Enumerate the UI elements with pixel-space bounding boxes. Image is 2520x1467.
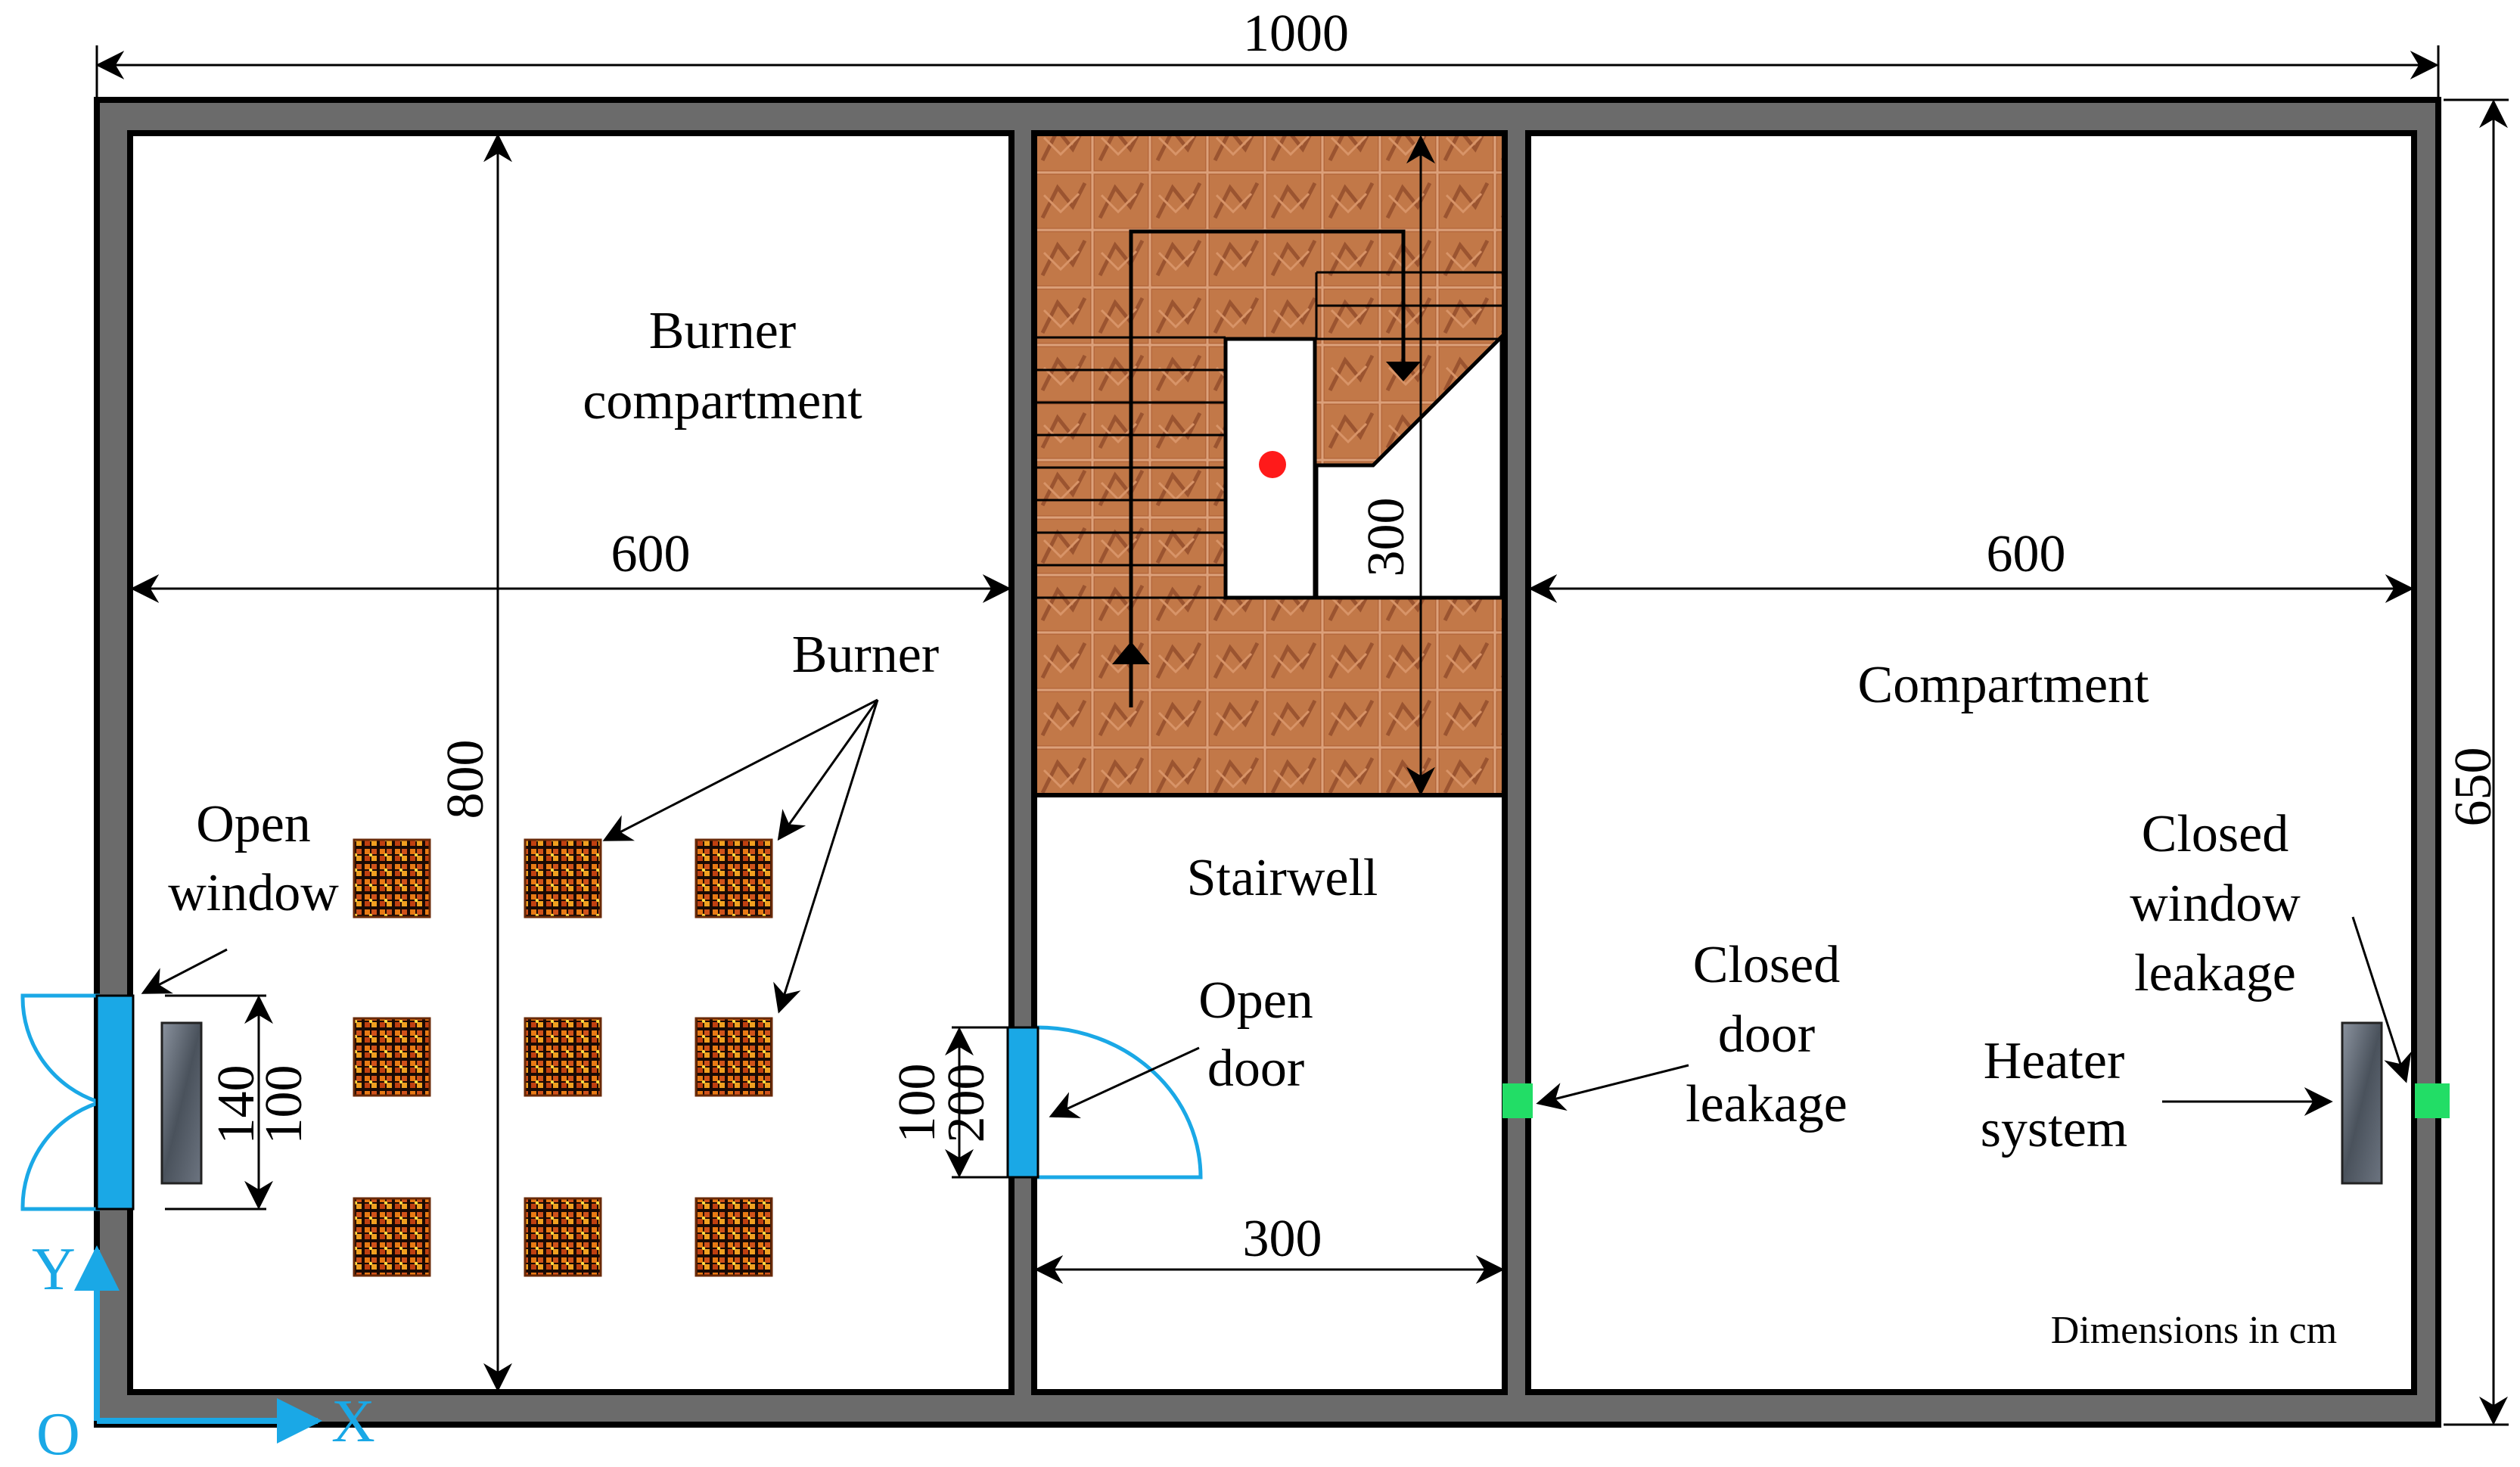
closed-window-label-line2: window (2130, 875, 2301, 933)
burner-5 (524, 1017, 602, 1097)
closed-window-label-line3: leakage (2134, 944, 2296, 1002)
leader-arrows (141, 698, 2412, 1118)
closed-window-label-line1: Closed (2142, 805, 2289, 863)
burner-compartment-title-line2: compartment (583, 372, 862, 430)
door-dim-100: 100 (888, 1064, 946, 1143)
staircase (1037, 136, 1504, 797)
burner-7 (353, 1197, 431, 1277)
burner-compartment-title-line1: Burner (649, 302, 796, 360)
dimension-lines (95, 45, 2509, 1426)
axis-x-label: X (331, 1388, 375, 1455)
stair-direction-arrow (1129, 229, 1406, 707)
axis-y-label: Y (32, 1236, 76, 1303)
total-width-label: 1000 (1243, 5, 1349, 63)
total-height-label: 650 (2444, 747, 2503, 827)
open-window-heater (160, 1021, 203, 1185)
window-dim-140: 140 (207, 1065, 266, 1145)
burner-compartment-room (127, 130, 1015, 1395)
burner-6 (694, 1017, 773, 1097)
compartment-width-label: 600 (1987, 525, 2066, 583)
door-leaf (1006, 1026, 1039, 1179)
labels: 1000 650 Burner compartment 600 800 Burn… (168, 5, 2503, 1352)
dimensions-note: Dimensions in cm (2051, 1309, 2337, 1352)
open-window-label-line1: Open (196, 795, 311, 853)
window-sash (95, 994, 135, 1211)
open-door (1006, 1025, 1203, 1180)
closed-window-leakage-marker (2415, 1083, 2450, 1118)
fire-point-marker (1259, 451, 1286, 478)
heater-label-line2: system (1981, 1100, 2127, 1158)
burner-8 (524, 1197, 602, 1277)
stairwell-label: Stairwell (1187, 849, 1378, 907)
stair-width-label: 300 (1243, 1210, 1322, 1268)
coordinate-axes: Y X O (32, 1236, 375, 1467)
closed-door-label-line3: leakage (1686, 1075, 1847, 1133)
burner-label: Burner (792, 626, 939, 684)
burner-4 (353, 1017, 431, 1097)
heater-system (2341, 1021, 2383, 1185)
closed-door-label-line1: Closed (1693, 936, 1840, 994)
burner-9 (694, 1197, 773, 1277)
burner-1 (353, 838, 431, 918)
stair-height-label: 300 (1357, 498, 1415, 577)
burner-2 (524, 838, 602, 918)
burner-grid (353, 838, 773, 1277)
burner-height-label: 800 (437, 740, 495, 819)
closed-door-leakage-marker (1502, 1083, 1533, 1118)
compartment-room (1525, 130, 2417, 1395)
window-dim-100: 100 (255, 1065, 313, 1145)
burner-width-label: 600 (611, 525, 691, 583)
compartment-label: Compartment (1858, 656, 2149, 714)
open-window-label-line2: window (168, 864, 339, 922)
open-door-label-line1: Open (1198, 971, 1313, 1030)
axis-origin-label: O (36, 1401, 80, 1467)
heater-label-line1: Heater (1984, 1032, 2125, 1090)
door-dim-200: 200 (937, 1064, 996, 1143)
burner-3 (694, 838, 773, 918)
closed-door-label-line2: door (1718, 1005, 1815, 1064)
open-door-label-line2: door (1207, 1040, 1304, 1098)
open-window (20, 993, 135, 1211)
